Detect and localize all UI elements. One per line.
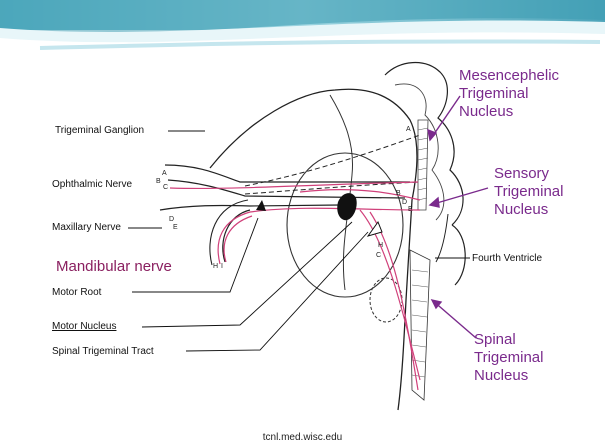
marker-i: I — [221, 263, 223, 270]
marker-a-center: A — [406, 126, 411, 133]
marker-h: H — [213, 263, 218, 270]
mesencephalic-line-3: Nucleus — [459, 103, 559, 121]
mesencephalic-line-2: Trigeminal — [459, 85, 559, 103]
spinal-line-3: Nucleus — [474, 367, 543, 385]
spinal-nucleus-label: Spinal Trigeminal Nucleus — [474, 331, 543, 385]
marker-e: E — [173, 224, 178, 231]
spinal-line-1: Spinal — [474, 331, 543, 349]
sensory-line-2: Trigeminal — [494, 183, 563, 201]
motor-root-label: Motor Root — [52, 287, 101, 298]
trigeminal-ganglion-label: Trigeminal Ganglion — [55, 125, 144, 136]
ophthalmic-nerve-label: Ophthalmic Nerve — [52, 179, 132, 190]
marker-h-center: H — [378, 242, 383, 249]
marker-c: C — [163, 184, 168, 191]
marker-c-center: C — [376, 252, 381, 259]
motor-nucleus-label: Motor Nucleus — [52, 321, 116, 332]
marker-a: A — [162, 170, 167, 177]
sensory-line-3: Nucleus — [494, 201, 563, 219]
source-footer: tcnl.med.wisc.edu — [0, 432, 605, 443]
sensory-line-1: Sensory — [494, 165, 563, 183]
maxillary-nerve-label: Maxillary Nerve — [52, 222, 121, 233]
sensory-nucleus-label: Sensory Trigeminal Nucleus — [494, 165, 563, 219]
marker-b-center: B — [396, 190, 401, 197]
mesencephalic-nucleus-label: Mesencephelic Trigeminal Nucleus — [459, 67, 559, 121]
spinal-line-2: Trigeminal — [474, 349, 543, 367]
mandibular-nerve-label: Mandibular nerve — [56, 259, 172, 276]
marker-e-center: E — [408, 206, 413, 213]
spinal-trigeminal-tract-label: Spinal Trigeminal Tract — [52, 346, 154, 357]
marker-d-center: D — [402, 199, 407, 206]
marker-d: D — [169, 216, 174, 223]
mesencephalic-line-1: Mesencephelic — [459, 67, 559, 85]
marker-b: B — [156, 178, 161, 185]
fourth-ventricle-label: Fourth Ventricle — [472, 253, 542, 264]
